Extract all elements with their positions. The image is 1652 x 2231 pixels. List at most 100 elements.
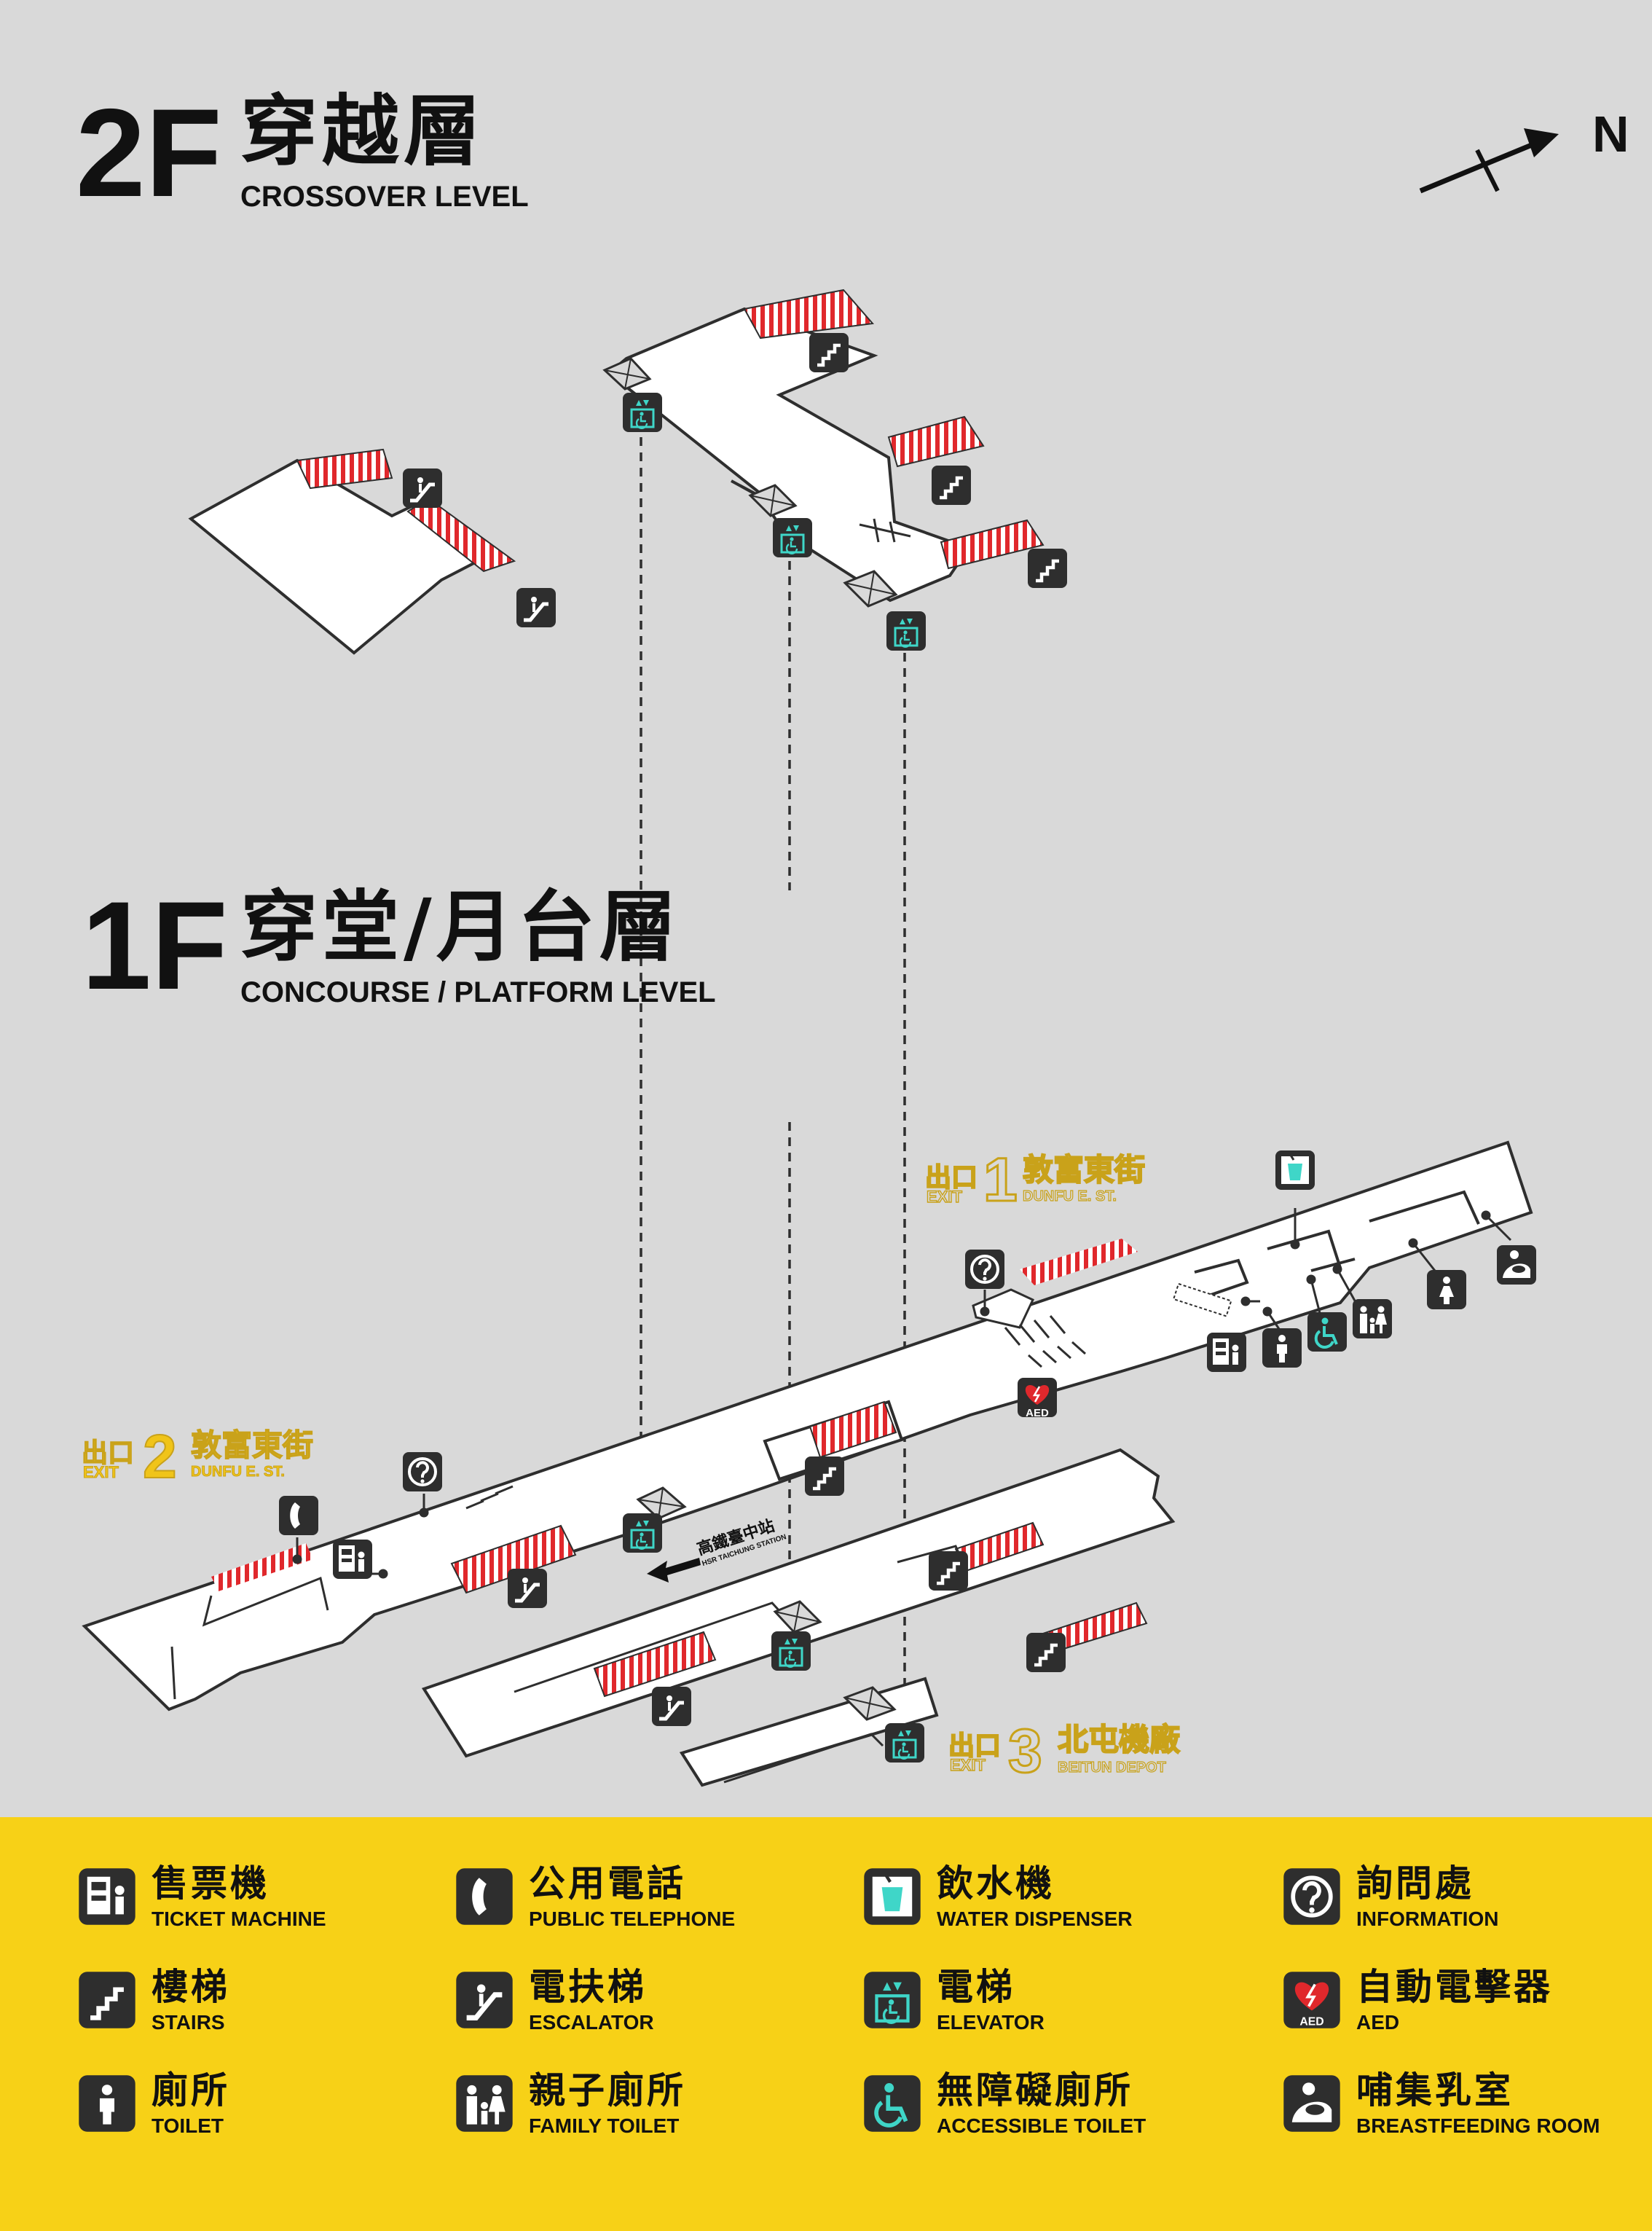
escalator-strip: [296, 448, 393, 490]
elevator-shaft: [773, 1600, 822, 1634]
legend-label-en: FAMILY TOILET: [529, 2114, 680, 2137]
stair-strip: [887, 415, 985, 468]
elevator-icon[interactable]: [621, 1512, 664, 1554]
legend-label-zh: 廁所: [152, 2069, 230, 2112]
toilet-icon: [79, 2075, 135, 2132]
legend-label-zh: 自動電擊器: [1356, 1966, 1553, 2008]
legend-label-en: PUBLIC TELEPHONE: [529, 1907, 736, 1930]
floor-2f-name-zh: 穿越層: [240, 87, 485, 176]
elevator-shaft: [748, 484, 798, 517]
escalator-icon[interactable]: [508, 1569, 547, 1608]
exit-1-name-en: DUNFU E. ST.: [1023, 1188, 1117, 1204]
exit-1-name-zh: 敦富東街: [1023, 1152, 1145, 1188]
water-dispenser-icon[interactable]: [1274, 1149, 1316, 1191]
aed-label: AED: [1026, 1407, 1049, 1419]
stairs-icon[interactable]: [809, 333, 849, 372]
exit-1-label: 出口 EXIT 1 敦富東街 DUNFU E. ST.: [924, 1145, 1146, 1215]
elevator-icon[interactable]: [621, 391, 664, 434]
stair-strip: [743, 289, 874, 340]
stairs-icon[interactable]: [1026, 1633, 1066, 1672]
stair-strip: [940, 519, 1045, 570]
floor-1f-name-en: CONCOURSE / PLATFORM LEVEL: [240, 976, 716, 1008]
floor-1f-name-zh: 穿堂/月台層: [240, 882, 681, 972]
elevator-icon[interactable]: [770, 1630, 812, 1672]
legend-label-zh: 公用電話: [529, 1862, 686, 1905]
ticket-machine-icon: [79, 1868, 135, 1925]
floor-2f-name-en: CROSSOVER LEVEL: [240, 181, 529, 213]
legend-label-zh: 無障礙廁所: [937, 2069, 1133, 2112]
legend-label-zh: 飲水機: [937, 1862, 1055, 1905]
information-icon[interactable]: [964, 1248, 1006, 1290]
exit-1-number: 1: [983, 1145, 1018, 1214]
ticket-gate-area: [972, 1288, 1035, 1329]
legend-label-en: TOILET: [152, 2114, 224, 2137]
legend-label-zh: 親子廁所: [529, 2069, 686, 2112]
elevator-shaft: [602, 357, 652, 391]
legend-label-en: ACCESSIBLE TOILET: [937, 2114, 1146, 2137]
escalator-icon[interactable]: [652, 1687, 691, 1726]
exit-1-prefix-zh: 出口: [925, 1163, 978, 1193]
escalator-icon[interactable]: [403, 468, 442, 508]
legend-label-en: INFORMATION: [1356, 1907, 1499, 1930]
information-icon[interactable]: [401, 1451, 444, 1493]
fare-gate-row: [1172, 1282, 1232, 1317]
elevator-icon[interactable]: [884, 1722, 926, 1764]
legend-label-en: AED: [1356, 2011, 1400, 2034]
crossover-main-concourse: [606, 307, 972, 603]
breastfeeding-room-icon: [1283, 2075, 1340, 2132]
floor-1f-number: 1F: [82, 876, 228, 1016]
family-toilet-icon: [456, 2075, 513, 2132]
exit-2-label: 出口 EXIT 2 敦富東街 DUNFU E. ST.: [81, 1422, 314, 1491]
stairs-icon[interactable]: [1028, 549, 1067, 588]
accessible-toilet-icon: [861, 2072, 924, 2135]
legend-label-zh: 哺集乳室: [1356, 2069, 1514, 2112]
stairs-icon[interactable]: [805, 1456, 844, 1496]
legend-label-en: STAIRS: [152, 2011, 225, 2034]
elevator-shaft: [843, 1686, 897, 1721]
legend-label-zh: 電扶梯: [529, 1966, 647, 2008]
stair-strip: [1020, 1239, 1138, 1285]
elevator-icon[interactable]: [771, 517, 814, 559]
station-floor-plan: AED 高鐵臺中站 HSR TAICHUNG STATION 出口 EXIT 1…: [81, 106, 1629, 1787]
escalator-icon: [453, 1969, 516, 2031]
stair-strip: [809, 1400, 897, 1459]
breastfeeding-room-icon[interactable]: [1497, 1245, 1536, 1285]
public-telephone-icon[interactable]: [279, 1496, 318, 1535]
water-dispenser-icon: [861, 1865, 924, 1928]
north-label: N: [1592, 106, 1629, 162]
legend-label-zh: 售票機: [152, 1862, 270, 1905]
ticket-machine-icon[interactable]: [1207, 1333, 1246, 1372]
legend-panel: 售票機 TICKET MACHINE 公用電話 PUBLIC TELEPHONE…: [0, 1817, 1652, 2231]
escalator-strip: [450, 1524, 577, 1594]
elevator-shaft: [636, 1486, 687, 1520]
stairs-icon[interactable]: [932, 466, 971, 505]
legend-label-en: TICKET MACHINE: [152, 1907, 326, 1930]
elevator-icon: [861, 1969, 924, 2031]
family-toilet-icon[interactable]: [1353, 1299, 1392, 1338]
toilet-icon[interactable]: [1262, 1328, 1302, 1368]
north-arrow-compass: [1419, 128, 1559, 194]
exit-3-name-zh: 北屯機廠: [1058, 1722, 1180, 1757]
escalator-icon[interactable]: [516, 588, 556, 627]
elevator-shaft: [843, 570, 898, 608]
exit-3-name-en: BEITUN DEPOT: [1058, 1760, 1166, 1776]
toilet-icon[interactable]: [1427, 1270, 1466, 1309]
exit-1-prefix-en: EXIT: [927, 1188, 962, 1206]
exit-3-prefix-zh: 出口: [948, 1731, 1001, 1761]
exit-2-prefix-zh: 出口: [82, 1438, 134, 1468]
exit-2-name-en: DUNFU E. ST.: [191, 1464, 285, 1480]
legend-label-zh: 電梯: [937, 1966, 1015, 2008]
exit-3-prefix-en: EXIT: [950, 1756, 986, 1774]
floor-2f-number: 2F: [76, 83, 222, 223]
stairs-icon[interactable]: [929, 1551, 968, 1591]
exit-2-name-zh: 敦富東街: [191, 1427, 313, 1463]
public-telephone-icon: [456, 1868, 513, 1925]
accessible-toilet-icon[interactable]: [1306, 1311, 1348, 1353]
legend-label-zh: 樓梯: [152, 1966, 230, 2008]
ticket-machine-icon[interactable]: [333, 1540, 372, 1579]
elevator-icon[interactable]: [885, 610, 927, 652]
legend-label-en: WATER DISPENSER: [937, 1907, 1133, 1930]
legend-label-en: ELEVATOR: [937, 2011, 1045, 2034]
exit-2-prefix-en: EXIT: [83, 1463, 119, 1481]
